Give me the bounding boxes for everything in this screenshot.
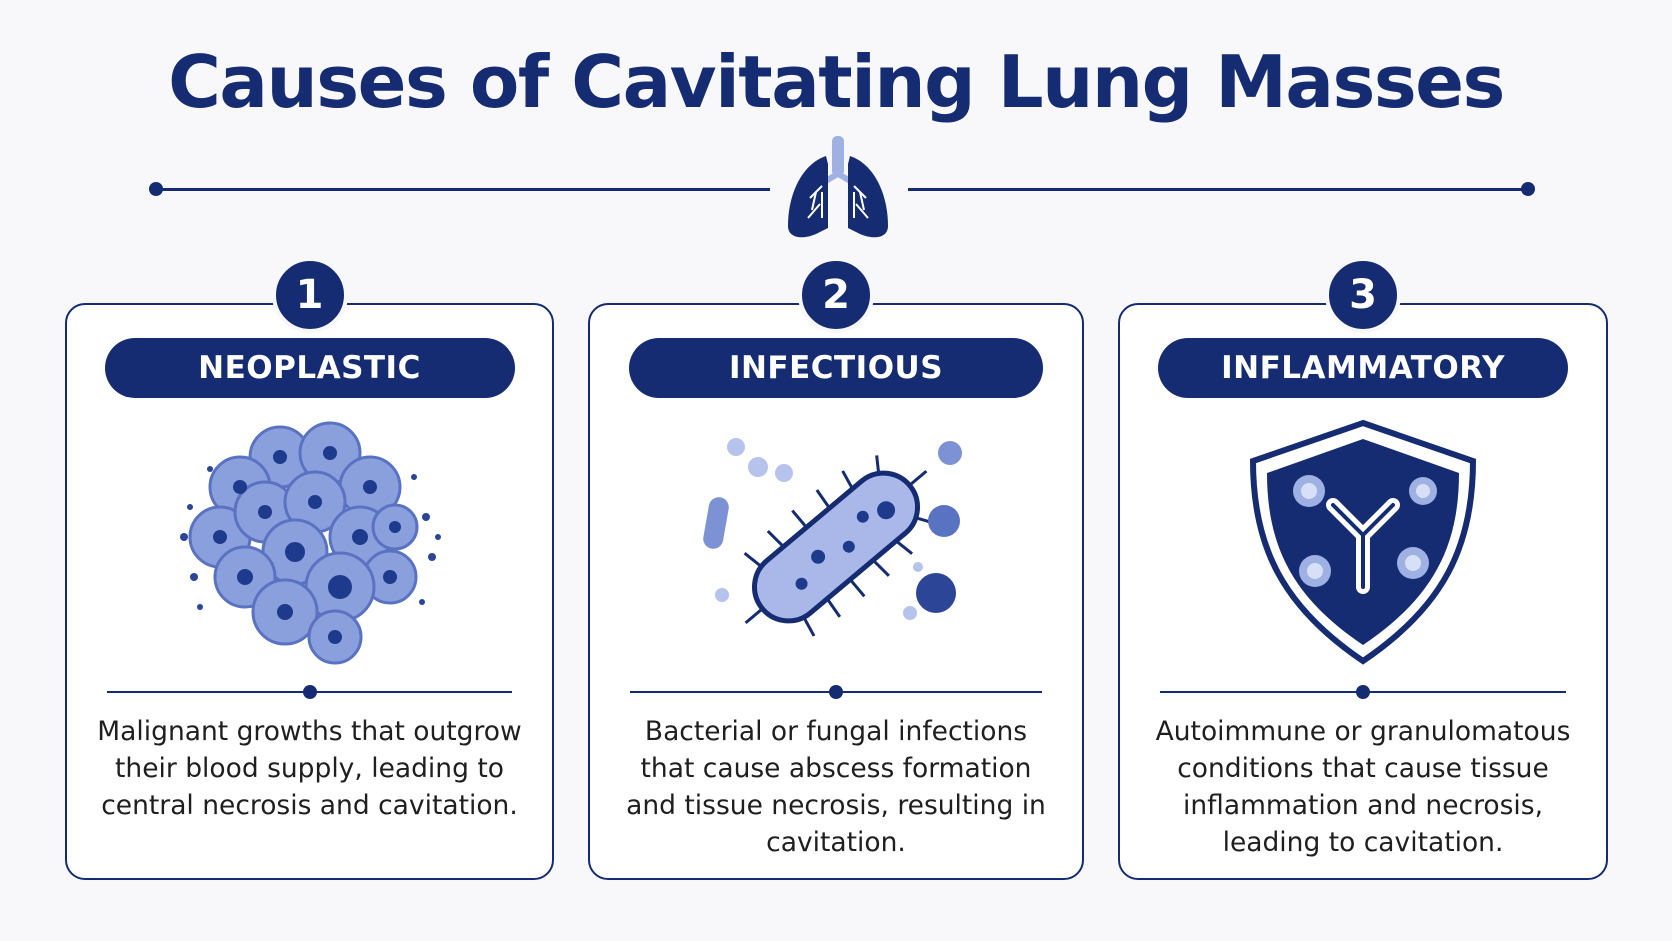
category-description: Malignant growths that outgrow their blo… <box>97 716 522 821</box>
category-number-badge: 2 <box>798 257 874 333</box>
category-label: INFECTIOUS <box>629 338 1043 398</box>
category-label: NEOPLASTIC <box>104 338 515 398</box>
header-divider-dot-right <box>1521 182 1535 196</box>
category-card-inflammatory: 3 INFLAMMATORY Autoimmune or granulomato… <box>1118 257 1608 880</box>
page-title: Causes of Cavitating Lung Masses <box>168 40 1505 124</box>
header-divider-dot-left <box>149 182 163 196</box>
cell-cluster-icon <box>179 421 441 665</box>
category-label: INFLAMMATORY <box>1158 338 1568 398</box>
header-divider-left <box>156 188 770 191</box>
lungs-icon <box>788 136 888 238</box>
antibody-shield-icon <box>1249 419 1477 665</box>
category-number-badge: 3 <box>1325 257 1401 333</box>
card-divider-dot <box>1356 685 1370 699</box>
category-description: Autoimmune or granulomatous conditions t… <box>1155 716 1571 858</box>
bacterium-icon <box>703 438 962 637</box>
category-description: Bacterial or fungal infections that caus… <box>626 716 1046 858</box>
card-divider-dot <box>302 685 317 699</box>
header-divider-right <box>908 188 1528 191</box>
category-number-badge: 1 <box>271 257 348 333</box>
category-card-neoplastic: 1 NEOPLASTIC Malignant growths that outg… <box>65 257 554 880</box>
category-card-infectious: 2 INFECTIOUS Bacterial or fu <box>588 257 1084 880</box>
card-divider-dot <box>829 685 843 699</box>
